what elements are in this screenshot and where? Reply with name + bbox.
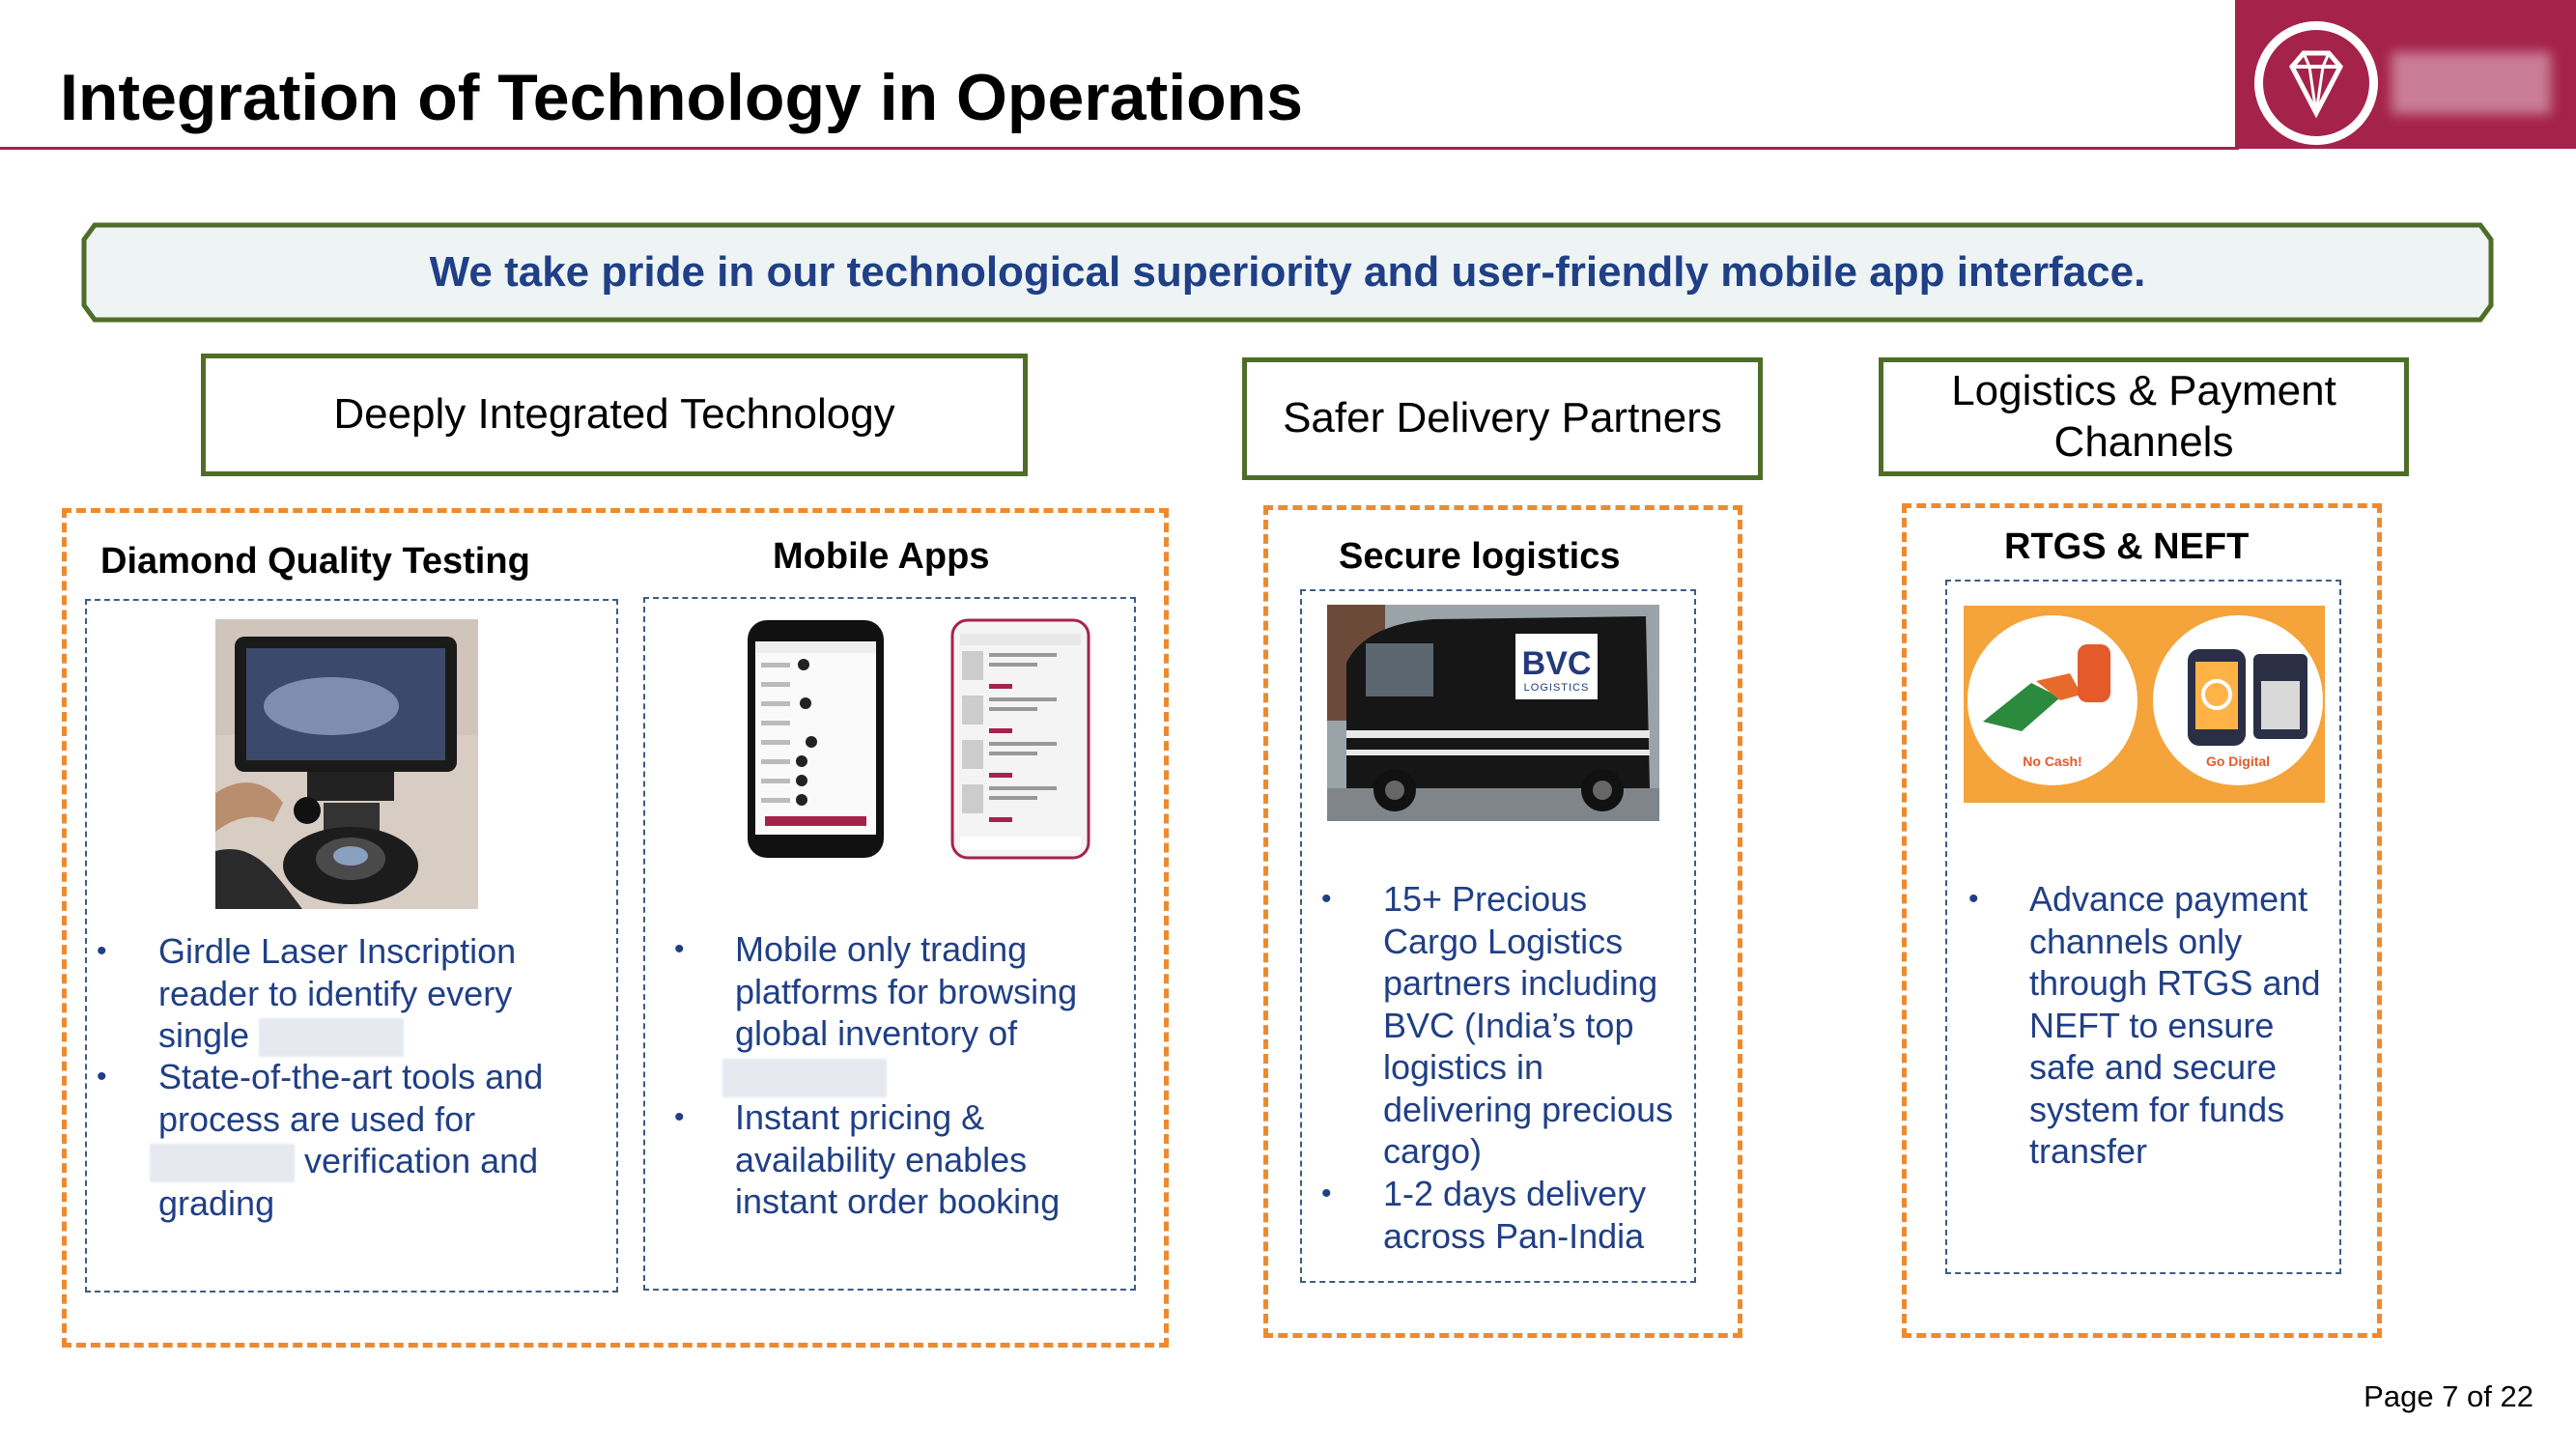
diamond-bullet-1: Girdle Laser Inscription reader to ident… xyxy=(158,930,612,1058)
mobile-apps-heading: Mobile Apps xyxy=(773,536,990,577)
bullet-text: verification and xyxy=(304,1141,539,1180)
bullet-line: partners including xyxy=(1383,963,1658,1003)
secure-bullet-1: 15+ Precious Cargo Logistics partners in… xyxy=(1383,878,1694,1173)
bvc-logo-text: BVC xyxy=(1521,645,1592,682)
mobile-apps-card xyxy=(643,597,1136,1291)
banner-text: We take pride in our technological super… xyxy=(429,248,2146,296)
bullet-line: grading xyxy=(158,1183,275,1224)
page-number: Page 7 of 22 xyxy=(2364,1379,2534,1413)
bullet-line: NEFT to ensure xyxy=(2029,1005,2275,1045)
secure-logistics-heading: Secure logistics xyxy=(1339,536,1621,577)
rtgs-neft-heading: RTGS & NEFT xyxy=(2004,526,2250,567)
bullet: • xyxy=(674,933,685,965)
logo-wordmark-redacted xyxy=(2392,52,2551,114)
header-deeply-integrated-technology: Deeply Integrated Technology xyxy=(201,354,1028,476)
mobile-bullet-2: Instant pricing & availability enables i… xyxy=(735,1096,1131,1223)
header-logistics-payment-channels: Logistics & Payment Channels xyxy=(1879,357,2409,476)
bullet-line: Mobile only trading xyxy=(735,929,1028,969)
rtgs-bullet-1: Advance payment channels only through RT… xyxy=(2029,878,2336,1173)
page-title: Integration of Technology in Operations xyxy=(60,61,1303,134)
mobile-bullet-1: Mobile only trading platforms for browsi… xyxy=(722,928,1131,1097)
bullet-line: Advance payment xyxy=(2029,879,2308,919)
diamond-quality-card xyxy=(85,599,618,1293)
rtgs-section-frame xyxy=(1902,503,2382,1338)
redacted-text xyxy=(259,1018,405,1058)
bvc-van-photo: BVC LOGISTICS xyxy=(1327,605,1659,821)
header-label-line1: Logistics & Payment xyxy=(1951,366,2336,414)
bullet-line: Cargo Logistics xyxy=(1383,921,1624,961)
bullet-line: platforms for browsing xyxy=(735,971,1078,1011)
bullet: • xyxy=(674,1101,685,1133)
cash-hand-icon xyxy=(1983,683,2060,731)
bullet-line: instant order booking xyxy=(735,1181,1061,1221)
secure-section-frame xyxy=(1263,505,1742,1338)
bullet-line: availability enables xyxy=(735,1139,1028,1179)
redacted-text xyxy=(722,1058,887,1097)
bullet-line: system for funds xyxy=(2029,1089,2285,1129)
bullet-line: safe and secure xyxy=(2029,1047,2278,1087)
bullet-line: 15+ Precious xyxy=(1383,879,1588,919)
redacted-text xyxy=(150,1144,295,1183)
banner-shape xyxy=(81,222,2494,323)
bullet: • xyxy=(1321,883,1332,915)
bullet: • xyxy=(1321,1178,1332,1209)
diamond-bullet-2: State-of-the-art tools and process are u… xyxy=(150,1056,612,1225)
secure-logistics-card xyxy=(1300,589,1696,1283)
diamond-logo-icon xyxy=(2254,21,2378,145)
title-divider xyxy=(0,147,2239,150)
bullet-line: verification and xyxy=(150,1140,612,1183)
bullet-line xyxy=(722,1055,1131,1097)
bullet: • xyxy=(97,1061,107,1093)
no-cash-label: No Cash! xyxy=(2023,753,2082,769)
bullet-line: 1-2 days delivery xyxy=(1383,1174,1647,1213)
header-label-line2: Channels xyxy=(2053,417,2234,466)
bullet-line: cargo) xyxy=(1383,1131,1483,1171)
phone-filters-screenshot xyxy=(746,618,886,860)
bullet-text: single xyxy=(158,1015,250,1055)
bullet: • xyxy=(97,935,107,967)
bullet-line: delivering precious xyxy=(1383,1089,1674,1129)
bullet-line: single xyxy=(158,1014,612,1058)
bullet-line: reader to identify every xyxy=(158,973,513,1013)
phone-live-session-screenshot xyxy=(950,618,1090,860)
bvc-logo-subtext: LOGISTICS xyxy=(1523,682,1590,694)
company-logo xyxy=(2235,0,2576,149)
laser-reader-photo xyxy=(215,619,478,909)
bullet-line: Girdle Laser Inscription xyxy=(158,931,517,971)
bullet-line: State-of-the-art tools and xyxy=(158,1057,544,1096)
header-label: Safer Delivery Partners xyxy=(1283,394,1722,442)
header-safer-delivery-partners: Safer Delivery Partners xyxy=(1242,357,1763,480)
payment-illustration: No Cash! Go Digital xyxy=(1964,606,2325,803)
bullet-line: Instant pricing & xyxy=(735,1097,985,1137)
go-digital-label: Go Digital xyxy=(2205,753,2271,769)
rtgs-neft-card xyxy=(1945,580,2341,1274)
tech-section-frame xyxy=(62,508,1169,1348)
diamond-quality-testing-heading: Diamond Quality Testing xyxy=(100,541,530,582)
bullet-line: through RTGS and xyxy=(2029,963,2321,1003)
bullet: • xyxy=(1968,883,1979,915)
secure-bullet-2: 1-2 days delivery across Pan-India xyxy=(1383,1173,1694,1257)
bullet-line: process are used for xyxy=(158,1098,476,1139)
bullet-line: logistics in xyxy=(1383,1047,1544,1087)
bullet-line: across Pan-India xyxy=(1383,1215,1645,1256)
header-label: Deeply Integrated Technology xyxy=(333,390,895,439)
bullet-line: global inventory of xyxy=(735,1013,1018,1053)
bullet-line: channels only xyxy=(2029,921,2243,961)
bullet-line: transfer xyxy=(2029,1131,2148,1171)
bullet-line: BVC (India’s top xyxy=(1383,1005,1634,1045)
